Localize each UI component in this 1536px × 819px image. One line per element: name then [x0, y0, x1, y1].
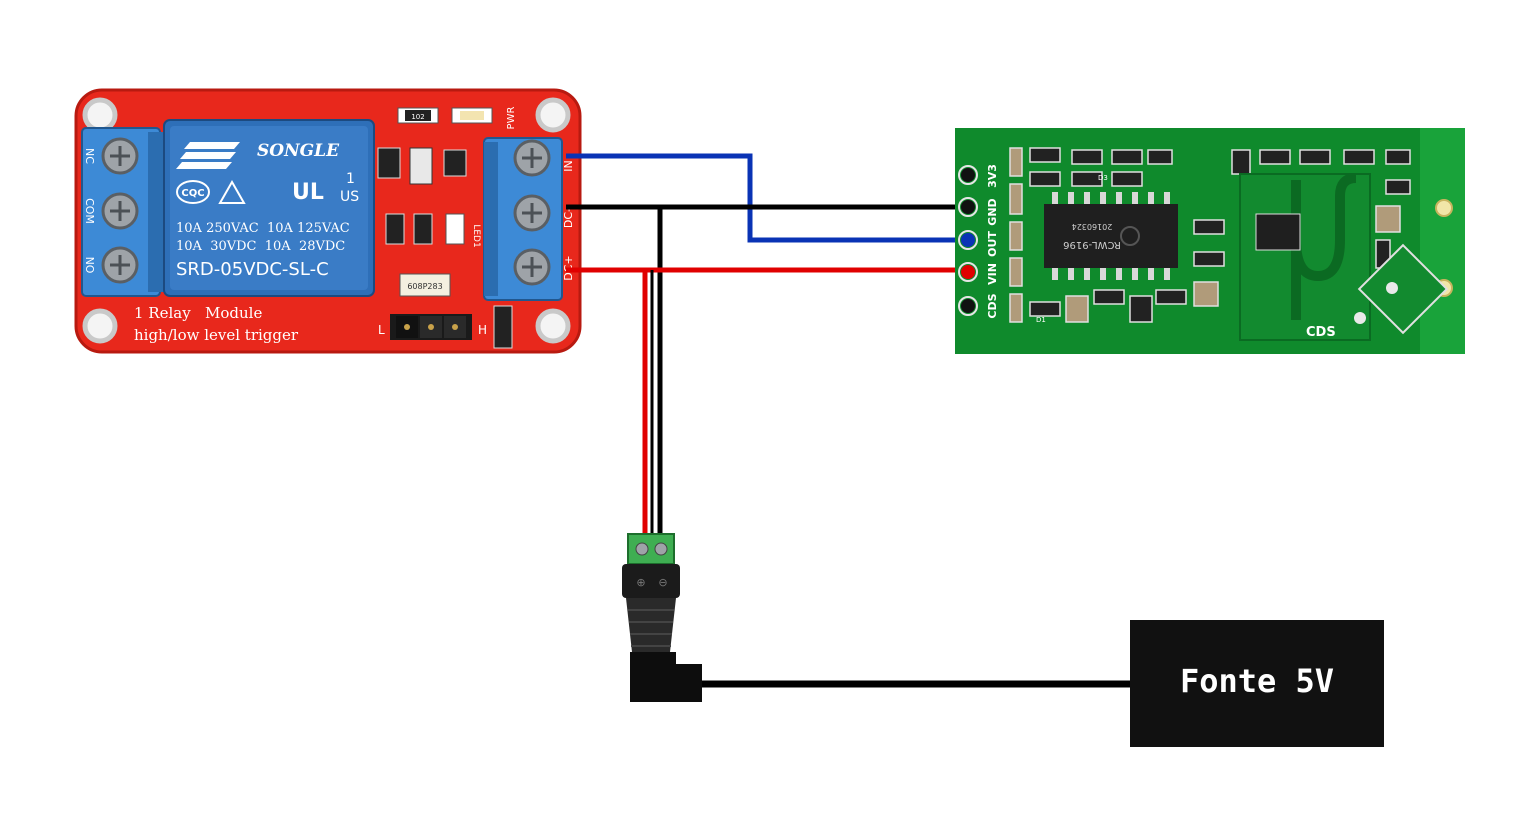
relay-body: SONGLE CQC UL 1 US 10A 250VAC 10A 125VAC… — [163, 119, 375, 297]
relay-mounting-holes — [82, 97, 571, 344]
pin-label-gnd: GND — [986, 198, 999, 225]
wire-blue-signal — [566, 153, 962, 243]
power-supply: Fonte 5V — [1130, 620, 1384, 747]
svg-text:CQC: CQC — [181, 188, 204, 199]
relay-left-terminal-labels: NC COM NO — [83, 148, 96, 274]
pin-cds — [961, 299, 975, 313]
jumper-low-label: L — [378, 323, 385, 337]
dc-jack-adapter: ⊕ ⊖ — [622, 533, 702, 702]
trigger-jumper: L H — [378, 314, 487, 340]
relay-rating-line1: 10A 250VAC 10A 125VAC — [176, 221, 350, 236]
dc-jack-strain-relief — [626, 598, 676, 652]
silk-d1: D1 — [1036, 316, 1046, 324]
wires — [566, 153, 1132, 688]
ic-label-2: 20160324 — [1072, 222, 1113, 231]
power-supply-box — [1130, 620, 1384, 747]
relay-output-terminal-block — [81, 127, 166, 297]
pin-label-3v3: 3V3 — [986, 164, 999, 188]
dc-plug-body — [630, 652, 702, 702]
sensor-pin-header — [958, 165, 978, 316]
relay-model: SRD-05VDC-SL-C — [176, 259, 329, 280]
microwave-antenna — [1239, 173, 1449, 341]
silk-d3: D3 — [1098, 174, 1108, 182]
sensor-ic: RCWL-9196 20160324 — [1044, 192, 1178, 280]
microwave-sensor-module: 3V3 GND OUT VIN CDS — [955, 128, 1465, 354]
pin-gnd — [961, 200, 975, 214]
relay-trigger-label: high/low level trigger — [134, 326, 299, 344]
terminal-label-com: COM — [83, 198, 96, 224]
terminal-label-no: NO — [83, 257, 96, 274]
terminal-label-in: IN — [562, 160, 575, 171]
ul-cert-icon: UL — [292, 180, 324, 205]
sensor-pin-labels: 3V3 GND OUT VIN CDS — [986, 164, 999, 318]
pin-3v3 — [961, 168, 975, 182]
sensor-smd-components — [1009, 147, 1411, 323]
resistor-label: 102 — [411, 113, 424, 121]
pin-label-out: OUT — [986, 231, 999, 257]
opto-label: 608P283 — [407, 282, 442, 291]
optocoupler — [399, 273, 451, 297]
relay-rating-line2: 10A 30VDC 10A 28VDC — [176, 239, 345, 254]
cds-label: CDS — [1306, 325, 1336, 340]
relay-smd-components: 102 PWR LED1 608P283 — [377, 107, 517, 349]
screw-icon — [654, 542, 668, 556]
terminal-label-dc-minus: DC- — [562, 208, 575, 228]
relay-module-label: 1 Relay Module — [134, 304, 262, 322]
relay-module: NC COM NO SONGLE CQC UL 1 US 10A 250VAC … — [74, 88, 582, 354]
power-supply-label: Fonte 5V — [1180, 662, 1334, 700]
relay-brand: SONGLE — [257, 141, 340, 161]
pwr-label: PWR — [506, 107, 517, 130]
pin-vin — [961, 265, 975, 279]
svg-text:⊕: ⊕ — [636, 576, 645, 589]
jumper-high-label: H — [478, 323, 487, 337]
ic-label-1: RCWL-9196 — [1063, 239, 1121, 250]
warning-triangle-icon — [218, 179, 246, 204]
cqc-cert-icon: CQC — [176, 180, 210, 204]
terminal-label-nc: NC — [83, 148, 96, 164]
ul-cert-us: US — [340, 189, 359, 205]
pin-label-vin: VIN — [986, 263, 999, 285]
ul-cert-number: 1 — [346, 171, 355, 187]
pin-label-cds: CDS — [986, 293, 999, 318]
led1 — [445, 213, 465, 245]
pin-out — [961, 233, 975, 247]
led1-label: LED1 — [471, 224, 481, 247]
screw-icon — [635, 542, 649, 556]
songle-logo-icon — [176, 142, 240, 169]
svg-text:⊖: ⊖ — [658, 576, 667, 589]
relay-input-terminal-block — [483, 137, 563, 301]
